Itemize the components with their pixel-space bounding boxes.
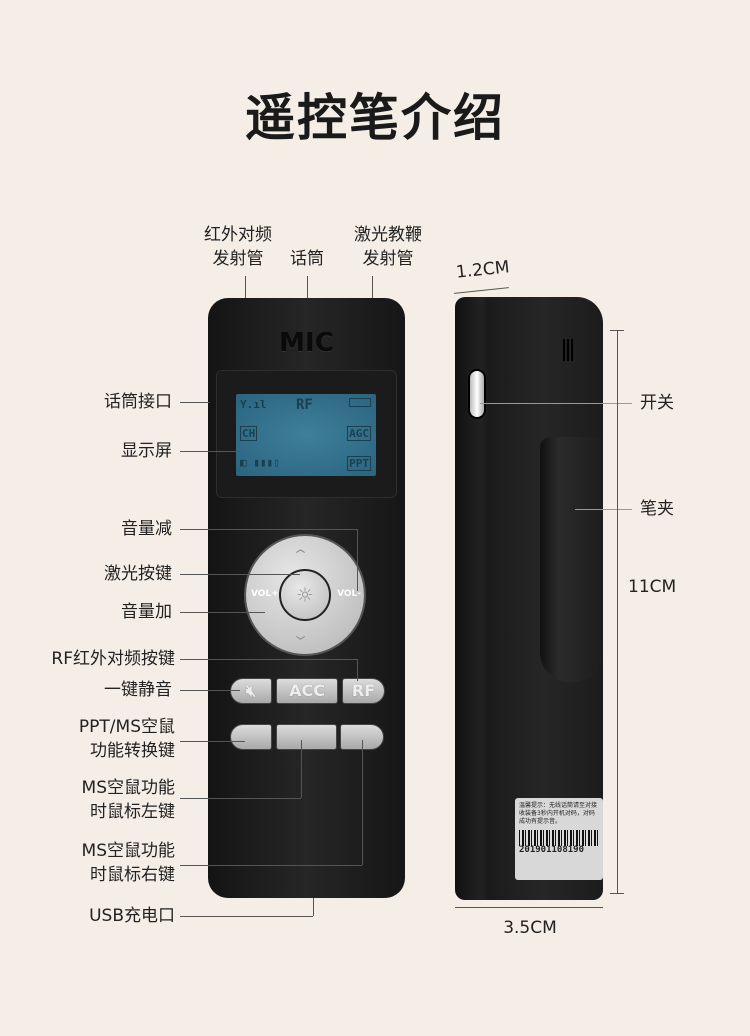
label-mouse-right: MS空鼠功能时鼠标右键 [20,839,175,887]
leader-line [480,403,632,404]
leader-line [301,740,302,798]
leader-line [180,529,357,530]
lcd-agc: AGC [347,426,371,441]
label-ir-emitter: 红外对频发射管 [195,223,281,271]
speaker-mute-icon: 🔇︎ [245,681,257,700]
leader-line [180,741,245,742]
signal-icon: Y.ıl [240,398,267,411]
screen-bezel: Y.ıl RF CH AGC ◧ ▮▮▮▯ PPT [216,370,397,498]
dpad[interactable]: ︿ ﹀ VOL+ VOL- ☼ [246,536,364,654]
sticker-text: 温馨提示：无线话筒请至对接收装备3秒内开机对码，对码成功有提示音。 [519,802,598,825]
acc-button[interactable]: ACC [276,678,338,704]
leader-line [357,529,358,591]
leader-line [307,276,308,298]
leader-line [180,690,240,691]
label-line: 时鼠标左键 [90,802,175,822]
vol-plus-button[interactable]: VOL+ [251,589,279,599]
remote-front-view: MIC Y.ıl RF CH AGC ◧ ▮▮▮▯ PPT ︿ ﹀ VOL+ V… [208,298,405,898]
label-line: 功能转换键 [90,741,175,761]
up-arrow-icon: ︿ [296,545,306,555]
leader-line [180,865,362,866]
lcd-ch: CH [240,426,258,441]
dimension-tick [610,893,624,894]
label-laser-emitter: 激光教鞭发射管 [345,223,431,271]
laser-button[interactable]: ☼ [279,569,331,621]
barcode [519,830,599,846]
battery-icon [349,398,371,407]
dimension-line [617,330,618,893]
leader-line [362,740,363,865]
laser-icon: ☼ [296,583,314,607]
leader-line [180,916,313,917]
label-laser-key: 激光按键 [104,564,172,584]
brand-logo: MIC [279,328,334,358]
speaker-grille-icon [563,339,575,361]
page-title: 遥控笔介绍 [245,88,505,147]
volume-bar-icon: ◧ ▮▮▮▯ [240,456,280,469]
leader-line [372,276,373,298]
label-line: 发射管 [212,249,264,269]
leader-line [180,659,357,660]
label-switch: 开关 [640,393,674,413]
product-sticker: 温馨提示：无线话筒请至对接收装备3秒内开机对码，对码成功有提示音。 201901… [515,798,603,880]
ppt-ms-toggle-button[interactable] [230,724,272,750]
label-line: 时鼠标右键 [90,865,175,885]
remote-side-view: 温馨提示：无线话筒请至对接收装备3秒内开机对码，对码成功有提示音。 201901… [455,297,603,900]
leader-line [180,612,265,613]
label-mouse-left: MS空鼠功能时鼠标左键 [20,776,175,824]
label-usb-port: USB充电口 [89,906,175,926]
serial-number: 201901108190 [519,845,585,855]
dimension-tick [610,330,624,331]
belt-clip [540,437,603,682]
dimension-length: 11CM [628,577,677,597]
leader-line [180,402,210,403]
power-switch[interactable] [468,369,486,419]
lcd-display: Y.ıl RF CH AGC ◧ ▮▮▮▯ PPT [236,394,376,476]
mouse-left-button[interactable] [276,724,337,750]
down-arrow-icon: ﹀ [296,637,306,647]
leader-line [313,898,314,916]
rf-button[interactable]: RF [342,678,385,704]
leader-line [180,574,300,575]
leader-line [575,509,632,510]
label-mute: 一键静音 [104,680,172,700]
leader-line [245,276,246,298]
dimension-line [455,907,603,908]
label-line: MS空鼠功能 [81,778,175,798]
label-ppt-toggle: PPT/MS空鼠功能转换键 [20,715,175,763]
label-line: 红外对频 [204,225,272,245]
label-rf-key: RF红外对频按键 [51,649,175,669]
vol-minus-button[interactable]: VOL- [337,589,361,599]
lcd-ppt: PPT [347,456,371,471]
label-line: PPT/MS空鼠 [78,717,175,737]
label-display: 显示屏 [121,441,172,461]
label-vol-down: 音量减 [121,519,172,539]
leader-line [357,659,358,681]
dimension-width: 3.5CM [503,918,557,938]
label-line: MS空鼠功能 [81,841,175,861]
label-clip: 笔夹 [640,499,674,519]
dimension-line [454,287,509,294]
label-mic-port: 话筒接口 [104,392,172,412]
label-line: 激光教鞭 [354,225,422,245]
label-line: 发射管 [362,249,414,269]
leader-line [180,798,301,799]
mute-button[interactable]: 🔇︎ [230,678,272,704]
label-vol-up: 音量加 [121,602,172,622]
lcd-rf: RF [296,397,313,413]
label-mic: 话筒 [290,249,324,269]
leader-line [180,451,240,452]
dimension-thickness: 1.2CM [455,257,511,283]
